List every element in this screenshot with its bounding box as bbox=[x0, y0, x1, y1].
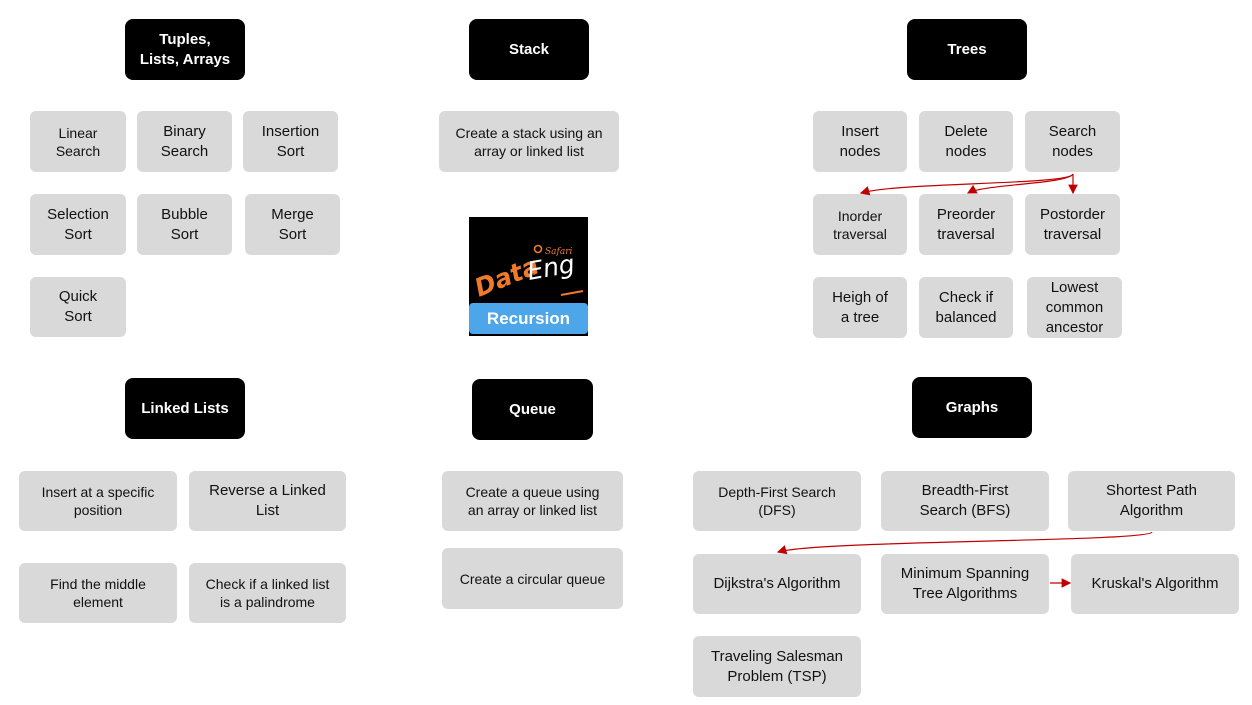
node-create-stack: Create a stack using an array or linked … bbox=[439, 111, 619, 172]
node-insertion-sort: Insertion Sort bbox=[243, 111, 338, 172]
node-linear-search: Linear Search bbox=[30, 111, 126, 172]
node-quick-sort: Quick Sort bbox=[30, 277, 126, 337]
header-stack: Stack bbox=[469, 19, 589, 80]
node-preorder-traversal: Preorder traversal bbox=[919, 194, 1013, 255]
logo-tagline: Safari bbox=[545, 247, 573, 257]
header-tuples-lists-arrays: Tuples, Lists, Arrays bbox=[125, 19, 245, 80]
node-tsp: Traveling Salesman Problem (TSP) bbox=[693, 636, 861, 697]
node-create-queue: Create a queue using an array or linked … bbox=[442, 471, 623, 531]
node-bfs: Breadth-First Search (BFS) bbox=[881, 471, 1049, 531]
header-queue: Queue bbox=[472, 379, 593, 440]
node-lowest-common-ancestor: Lowest common ancestor bbox=[1027, 277, 1122, 338]
node-minimum-spanning-tree: Minimum Spanning Tree Algorithms bbox=[881, 554, 1049, 614]
node-circular-queue: Create a circular queue bbox=[442, 548, 623, 609]
node-search-nodes: Search nodes bbox=[1025, 111, 1120, 172]
node-selection-sort: Selection Sort bbox=[30, 194, 126, 255]
node-binary-search: Binary Search bbox=[137, 111, 232, 172]
node-delete-nodes: Delete nodes bbox=[919, 111, 1013, 172]
arrow-search-to-inorder bbox=[859, 173, 1074, 196]
header-linked-lists: Linked Lists bbox=[125, 378, 245, 439]
node-check-palindrome: Check if a linked list is a palindrome bbox=[189, 563, 346, 623]
node-check-balanced: Check if balanced bbox=[919, 277, 1013, 338]
arrow-shortest-path-to-dijkstra bbox=[776, 531, 1153, 555]
data-eng-safari-logo-icon: Safari Data Eng bbox=[470, 244, 584, 303]
node-reverse-linked-list: Reverse a Linked List bbox=[189, 471, 346, 531]
node-kruskal: Kruskal's Algorithm bbox=[1071, 554, 1239, 614]
header-graphs: Graphs bbox=[912, 377, 1032, 438]
recursion-logo: Safari Data Eng Recursion bbox=[469, 217, 588, 336]
node-shortest-path: Shortest Path Algorithm bbox=[1068, 471, 1235, 531]
node-dfs: Depth-First Search (DFS) bbox=[693, 471, 861, 531]
node-postorder-traversal: Postorder traversal bbox=[1025, 194, 1120, 255]
node-merge-sort: Merge Sort bbox=[245, 194, 340, 255]
node-insert-at-position: Insert at a specific position bbox=[19, 471, 177, 531]
node-bubble-sort: Bubble Sort bbox=[137, 194, 232, 255]
node-dijkstra: Dijkstra's Algorithm bbox=[693, 554, 861, 614]
node-tree-height: Heigh of a tree bbox=[813, 277, 907, 338]
arrow-search-to-preorder bbox=[966, 173, 1074, 194]
node-insert-nodes: Insert nodes bbox=[813, 111, 907, 172]
node-find-middle: Find the middle element bbox=[19, 563, 177, 623]
header-trees: Trees bbox=[907, 19, 1027, 80]
recursion-label: Recursion bbox=[469, 303, 588, 334]
node-inorder-traversal: Inorder traversal bbox=[813, 194, 907, 255]
